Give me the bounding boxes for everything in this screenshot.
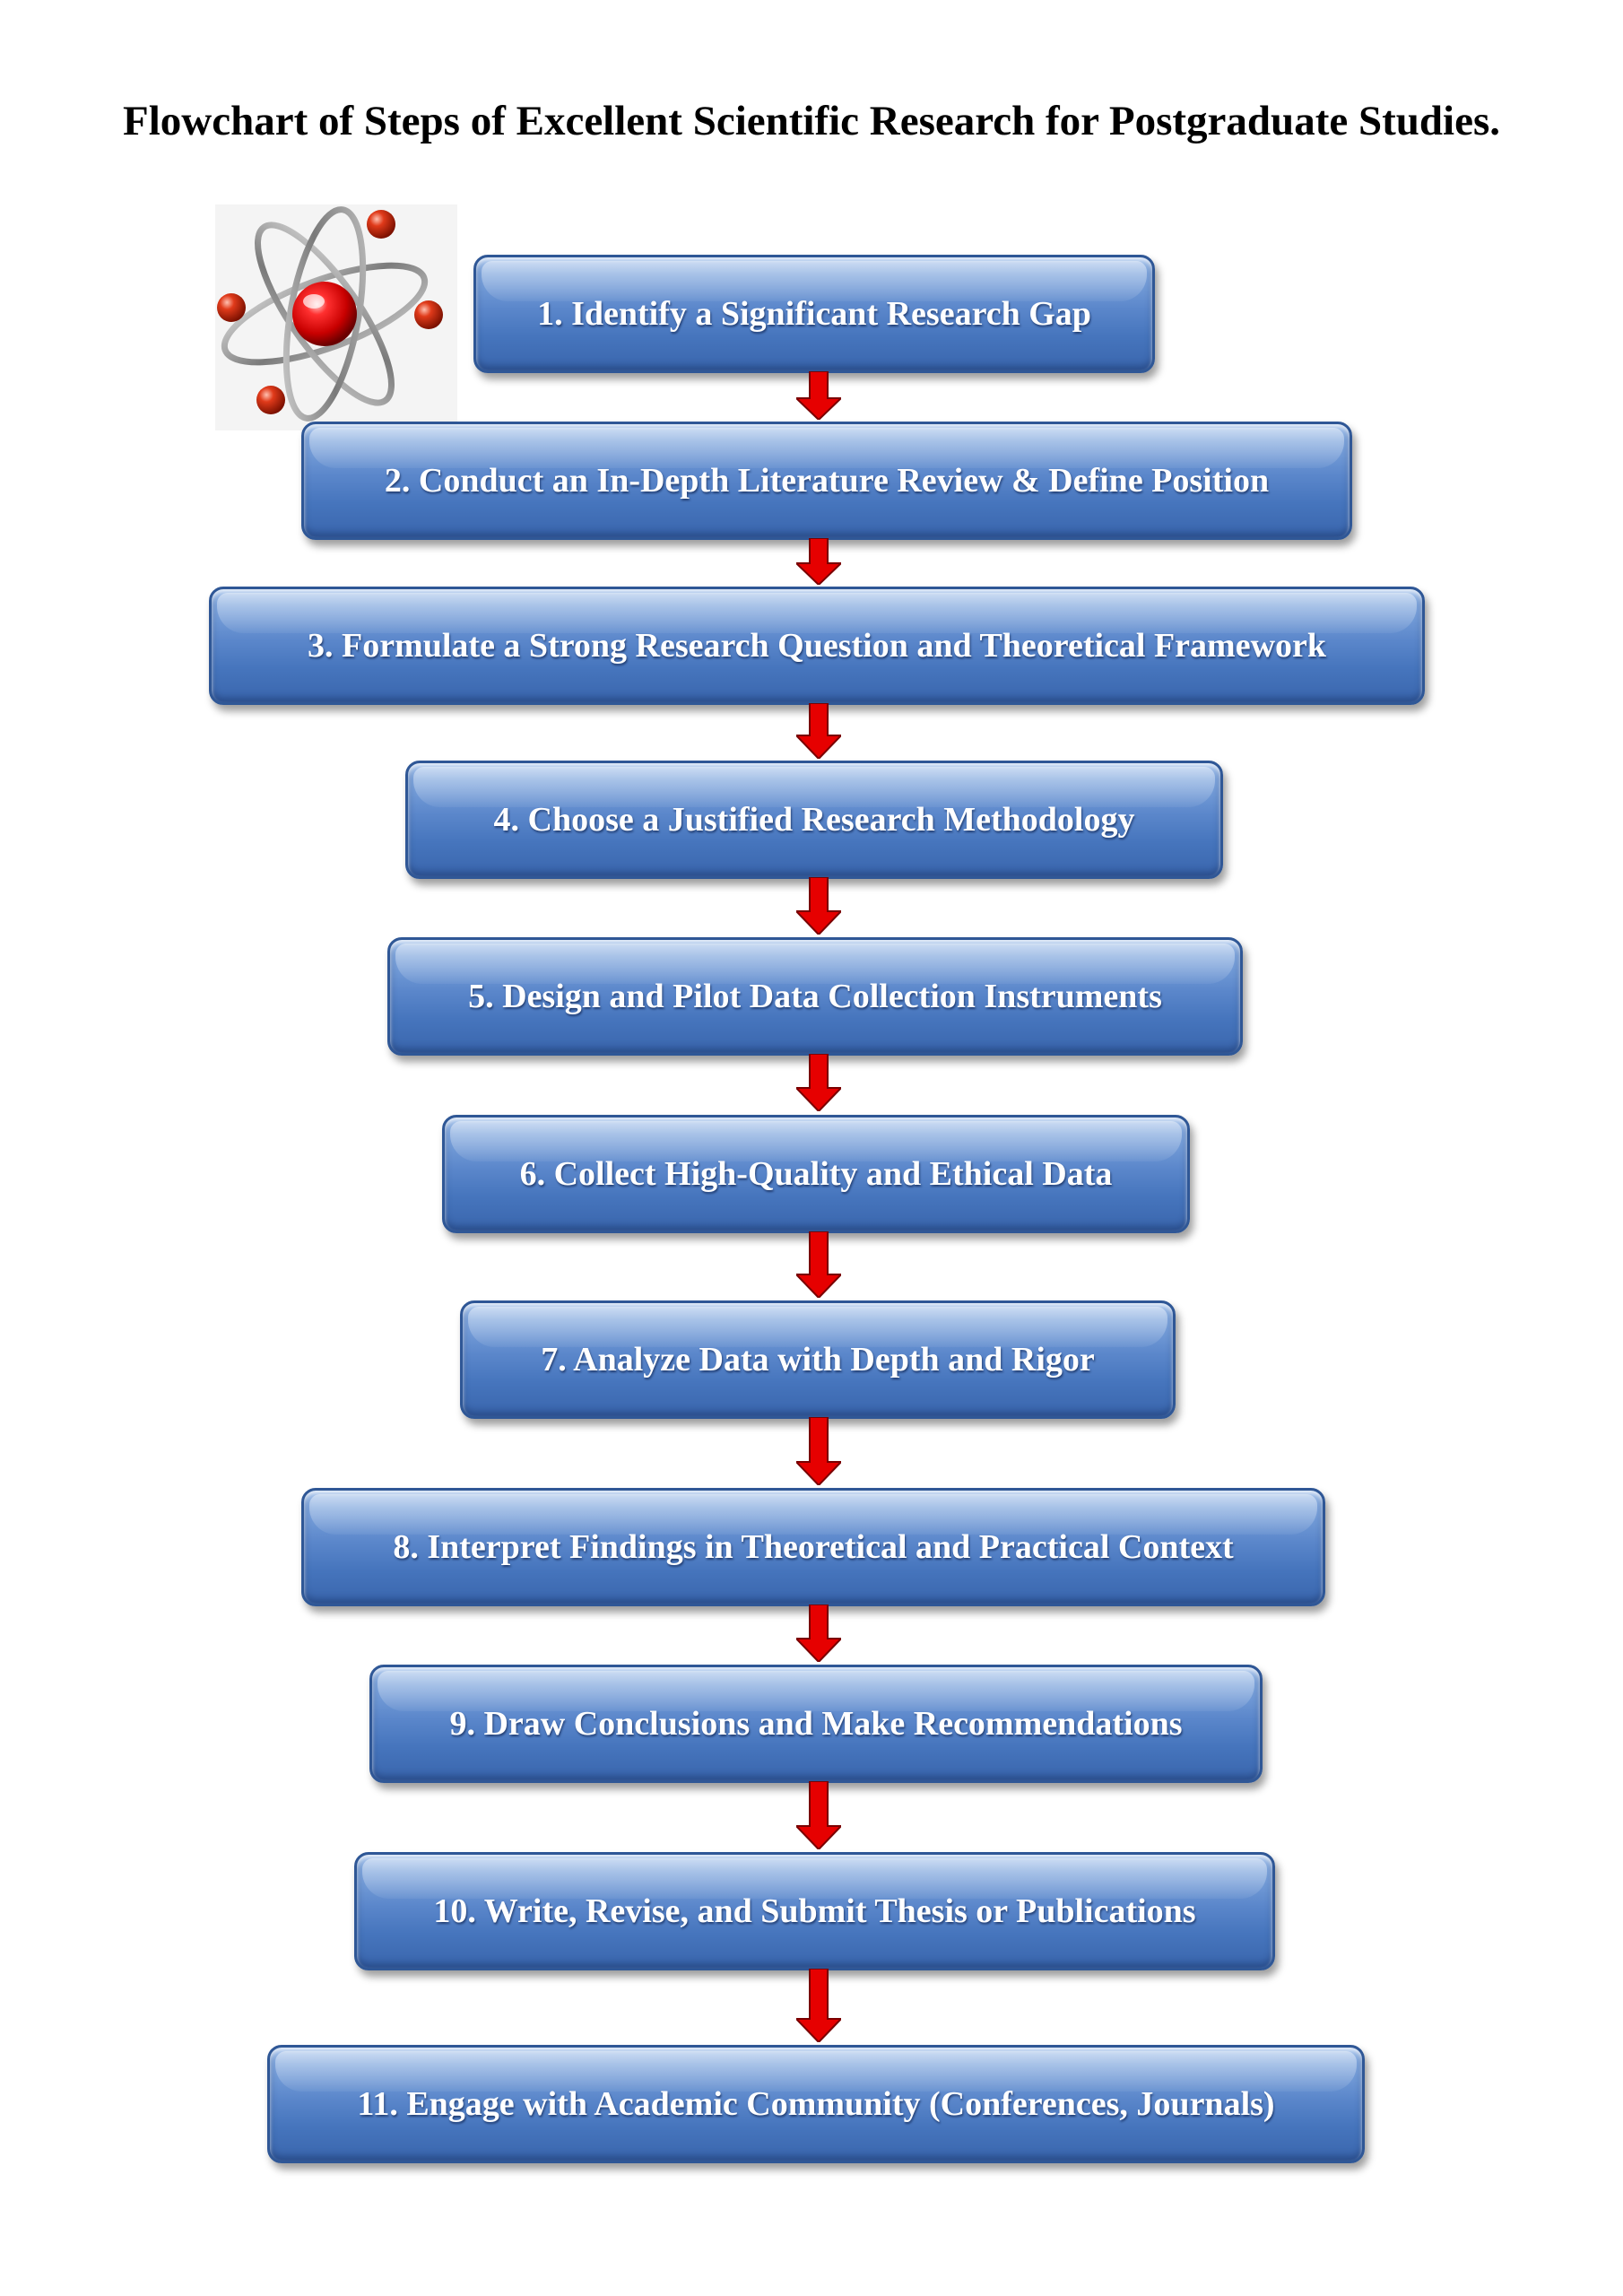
down-arrow-icon bbox=[796, 877, 841, 935]
step-2-label: 2. Conduct an In-Depth Literature Review… bbox=[384, 462, 1270, 500]
step-2-box: 2. Conduct an In-Depth Literature Review… bbox=[301, 422, 1352, 540]
step-7-box: 7. Analyze Data with Depth and Rigor bbox=[460, 1300, 1176, 1419]
electron bbox=[217, 293, 246, 322]
step-1-label: 1. Identify a Significant Research Gap bbox=[537, 295, 1091, 333]
step-10-box: 10. Write, Revise, and Submit Thesis or … bbox=[354, 1852, 1275, 1970]
step-8-label: 8. Interpret Findings in Theoretical and… bbox=[393, 1528, 1234, 1566]
orbit-ring bbox=[221, 262, 429, 366]
electron bbox=[414, 300, 443, 329]
electron bbox=[367, 210, 395, 239]
step-5-box: 5. Design and Pilot Data Collection Inst… bbox=[387, 937, 1243, 1056]
step-7-label: 7. Analyze Data with Depth and Rigor bbox=[541, 1341, 1095, 1378]
down-arrow-icon bbox=[796, 1781, 841, 1849]
step-3-label: 3. Formulate a Strong Research Question … bbox=[307, 627, 1327, 665]
page-title: Flowchart of Steps of Excellent Scientif… bbox=[123, 98, 1500, 144]
down-arrow-icon bbox=[796, 1605, 841, 1662]
down-arrow-icon bbox=[796, 371, 841, 420]
step-10-label: 10. Write, Revise, and Submit Thesis or … bbox=[433, 1892, 1196, 1930]
down-arrow-icon bbox=[796, 1054, 841, 1111]
down-arrow-icon bbox=[796, 1969, 841, 2042]
electron bbox=[256, 386, 285, 414]
down-arrow-icon bbox=[796, 538, 841, 585]
step-3-box: 3. Formulate a Strong Research Question … bbox=[209, 587, 1425, 705]
nucleus bbox=[292, 282, 357, 346]
step-1-box: 1. Identify a Significant Research Gap bbox=[473, 255, 1155, 373]
step-6-box: 6. Collect High-Quality and Ethical Data bbox=[442, 1115, 1190, 1233]
step-6-label: 6. Collect High-Quality and Ethical Data bbox=[519, 1155, 1113, 1193]
step-11-label: 11. Engage with Academic Community (Conf… bbox=[357, 2085, 1275, 2123]
step-11-box: 11. Engage with Academic Community (Conf… bbox=[267, 2045, 1365, 2163]
step-5-label: 5. Design and Pilot Data Collection Inst… bbox=[468, 978, 1162, 1015]
atom-icon bbox=[215, 204, 457, 430]
step-4-box: 4. Choose a Justified Research Methodolo… bbox=[405, 761, 1223, 879]
orbit-ring bbox=[255, 222, 395, 406]
down-arrow-icon bbox=[796, 1417, 841, 1485]
step-9-box: 9. Draw Conclusions and Make Recommendat… bbox=[369, 1665, 1263, 1783]
nucleus-highlight bbox=[303, 294, 325, 309]
down-arrow-icon bbox=[796, 1231, 841, 1298]
orbit-ring bbox=[282, 206, 367, 422]
step-8-box: 8. Interpret Findings in Theoretical and… bbox=[301, 1488, 1325, 1606]
down-arrow-icon bbox=[796, 703, 841, 759]
step-4-label: 4. Choose a Justified Research Methodolo… bbox=[493, 801, 1135, 839]
step-9-label: 9. Draw Conclusions and Make Recommendat… bbox=[449, 1705, 1183, 1743]
